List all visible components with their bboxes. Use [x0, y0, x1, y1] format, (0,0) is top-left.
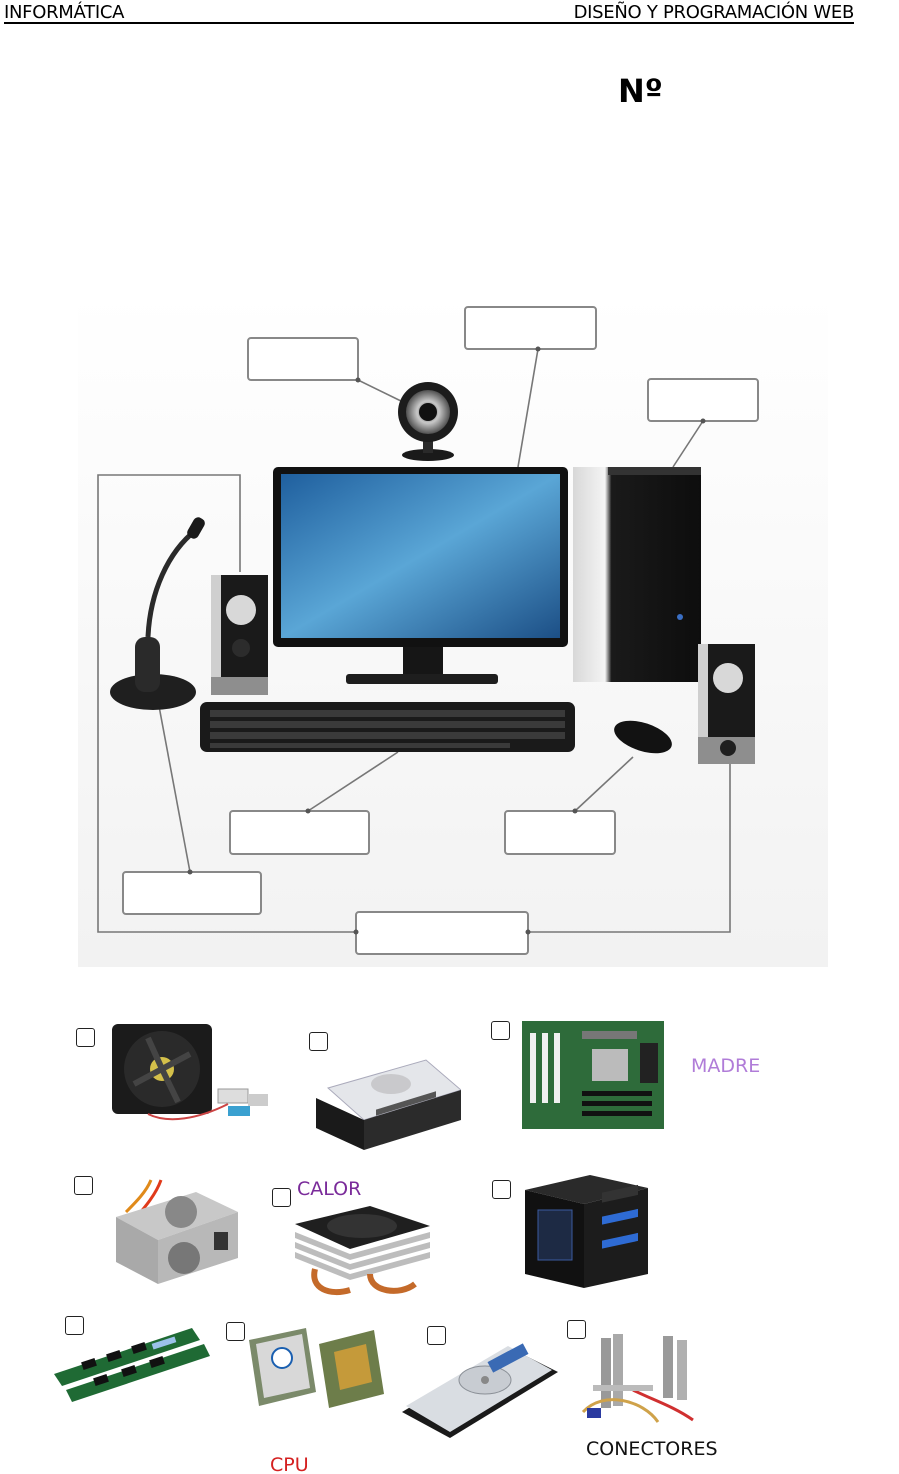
tile-processor: CPU	[222, 1318, 387, 1474]
tile-optical-drive	[306, 1026, 466, 1161]
optical-drive-icon	[316, 1059, 461, 1150]
course-label: DISEÑO Y PROGRAMACIÓN WEB	[573, 2, 855, 23]
checkbox-ram-modules[interactable]	[65, 1316, 84, 1335]
ram-modules-icon	[54, 1328, 210, 1402]
left-speaker-icon	[211, 575, 268, 695]
hard-drive-icon	[402, 1343, 558, 1438]
connector-arrowheads	[187, 346, 706, 935]
motherboard-icon	[522, 1021, 664, 1129]
blank-label-monitor	[464, 306, 597, 350]
page-header: INFORMÁTICA DISEÑO Y PROGRAMACIÓN WEB	[4, 0, 854, 24]
blank-label-mouse	[504, 810, 616, 855]
tower-icon	[573, 467, 701, 682]
checkbox-cooling-fan[interactable]	[76, 1028, 95, 1047]
computer-diagram	[78, 292, 828, 967]
checkbox-motherboard[interactable]	[491, 1021, 510, 1040]
blank-label-microphone	[122, 871, 262, 915]
subject-label: INFORMÁTICA	[4, 2, 125, 23]
tile-ram-modules	[52, 1314, 212, 1414]
tile-power-supply	[72, 1172, 252, 1297]
power-supply-icon	[116, 1179, 238, 1284]
blank-label-tower	[647, 378, 759, 422]
checkbox-computer-case[interactable]	[492, 1180, 511, 1199]
checkbox-heatsink[interactable]	[272, 1188, 291, 1207]
number-field-label: Nº	[618, 72, 663, 110]
tile-cables-connectors: CONECTORES	[565, 1318, 725, 1468]
keyboard-icon	[200, 702, 575, 752]
checkbox-cables-connectors[interactable]	[567, 1320, 586, 1339]
mouse-icon	[614, 720, 672, 754]
tile-computer-case	[490, 1170, 660, 1295]
cooling-fan-icon	[112, 1024, 268, 1121]
tile-hard-drive	[400, 1322, 560, 1442]
blank-label-speakers	[355, 911, 529, 955]
connectors-hint-label: CONECTORES	[586, 1438, 718, 1460]
heatsink-hint-label: CALOR	[297, 1178, 362, 1200]
checkbox-optical-drive[interactable]	[309, 1032, 328, 1051]
cables-connectors-icon	[581, 1334, 694, 1423]
connector-lines	[97, 348, 731, 933]
blank-label-webcam	[247, 337, 359, 381]
checkbox-power-supply[interactable]	[74, 1176, 93, 1195]
tile-heatsink: CALOR	[270, 1178, 440, 1303]
processor-icon	[249, 1328, 384, 1408]
webcam-icon	[398, 382, 458, 461]
motherboard-hint-label: MADRE	[691, 1055, 761, 1077]
blank-label-keyboard	[229, 810, 370, 855]
microphone-icon	[110, 517, 205, 710]
checkbox-processor[interactable]	[226, 1322, 245, 1341]
checkbox-hard-drive[interactable]	[427, 1326, 446, 1345]
monitor-icon	[273, 467, 568, 684]
computer-case-icon	[525, 1175, 648, 1288]
tile-cooling-fan	[74, 1020, 274, 1140]
heatsink-icon	[295, 1206, 430, 1296]
tile-motherboard: MADRE	[488, 1015, 768, 1135]
right-speaker-icon	[698, 644, 755, 764]
processor-hint-label: CPU	[270, 1454, 309, 1474]
